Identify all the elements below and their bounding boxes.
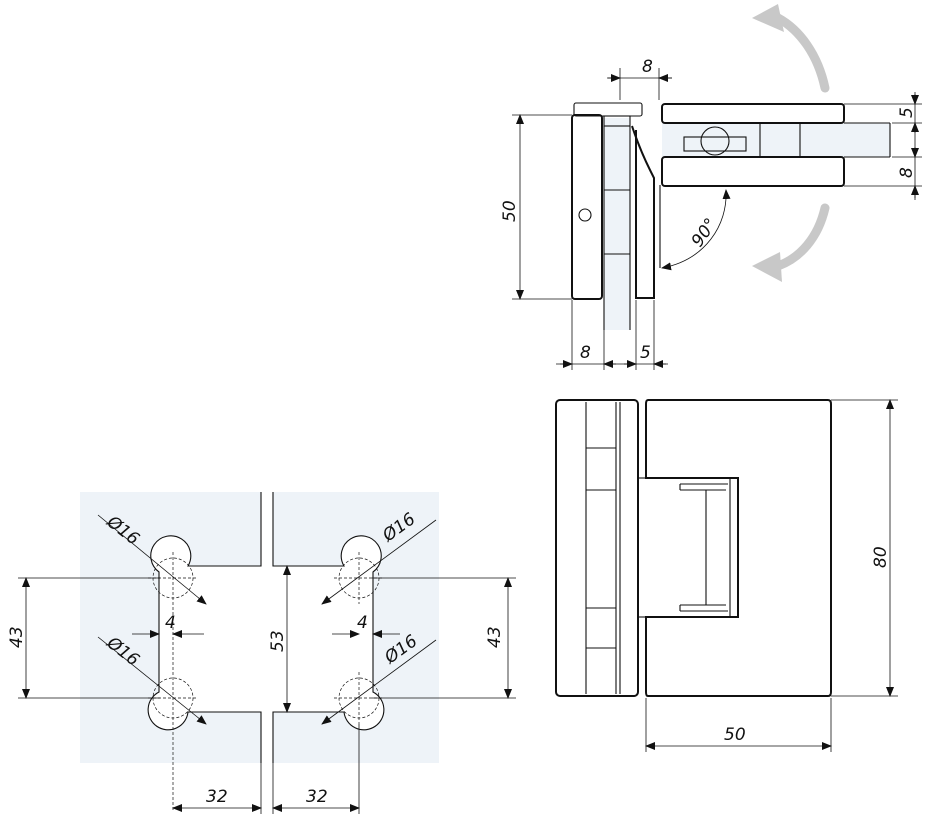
dim-hole-span-right: 43 (485, 626, 505, 648)
pivot-housing (683, 136, 747, 152)
front-view: 80 50 (555, 399, 898, 752)
dim-offset-left: 4 (165, 613, 176, 633)
front-hinge-block (637, 477, 731, 618)
screw-hole-icon (578, 208, 592, 222)
hinge-body-left (571, 114, 603, 300)
front-body-right (645, 399, 832, 697)
hinge-knuckle (631, 125, 655, 299)
clamp-plate-top (661, 103, 845, 124)
rotate-open-arrow-icon (773, 13, 830, 93)
dim-top-right-top: 5 (897, 107, 917, 118)
rotate-close-arrowhead (752, 252, 782, 282)
pivot-pin-icon (700, 126, 730, 156)
dim-top-bottom-right: 5 (640, 343, 651, 363)
dim-front-height: 80 (871, 546, 891, 568)
dim-top-height: 50 (500, 200, 520, 222)
dim-angle: 90° (688, 215, 722, 251)
dim-cutout-height: 53 (268, 630, 288, 652)
rotate-open-arrowhead (752, 4, 784, 32)
glass-panel-vertical (604, 118, 630, 330)
dim-top-bottom-left: 8 (580, 343, 591, 363)
dim-hole-span-left: 43 (7, 626, 27, 648)
clamp-plate-bottom (661, 156, 845, 187)
dim-top-right-bottom: 8 (897, 167, 917, 178)
dim-top-width-left: 8 (642, 57, 653, 77)
dim-edge-right: 32 (306, 787, 328, 807)
hinge-clamp-plate (603, 115, 631, 127)
front-body-left (555, 399, 639, 697)
glass-left (80, 492, 261, 763)
dim-front-width: 50 (724, 725, 746, 745)
dim-edge-left: 32 (206, 787, 228, 807)
dim-offset-right: 4 (357, 613, 368, 633)
glass-cutout-view: Ø16 Ø16 Ø16 Ø16 4 4 53 43 43 32 32 (7, 492, 516, 814)
top-view: 8 5 8 50 8 5 90° (500, 4, 922, 370)
glass-right (273, 492, 439, 763)
rotate-close-arrow-icon (773, 203, 830, 271)
glass-panel-horizontal (662, 123, 890, 157)
